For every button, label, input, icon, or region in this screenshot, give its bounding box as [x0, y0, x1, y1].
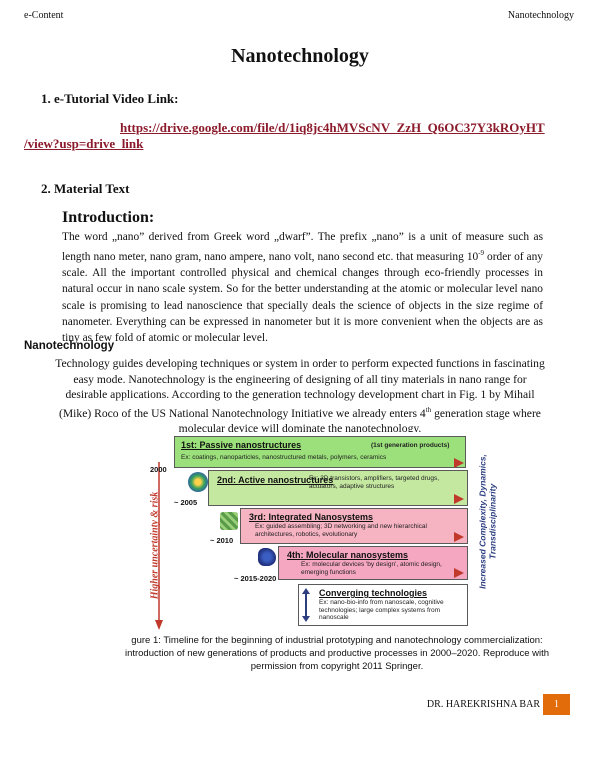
network-icon [220, 512, 238, 530]
footer-author: DR. HAREKRISHNA BAR [426, 699, 540, 710]
stage-1-box: 1st: Passive nanostructures (1st generat… [174, 436, 466, 468]
stage-5-box: Converging technologies Ex: nano-bio-inf… [298, 584, 468, 626]
header-left: e-Content [24, 10, 64, 21]
stage-1-note: (1st generation products) [371, 442, 450, 449]
timeline-arrows [454, 458, 464, 578]
nanotechnology-heading: Nanotechnology [24, 340, 115, 352]
page-number: 1 [543, 694, 570, 715]
stage-3-desc: Ex: guided assembling; 3D networking and… [255, 523, 427, 538]
nanotechnology-paragraph: Technology guides developing techniques … [55, 357, 545, 436]
video-link-line1[interactable]: https://drive.google.com/file/d/1iq8jc4h… [120, 120, 545, 135]
generation-chart-figure: Higher uncertainty & risk Increased Comp… [148, 432, 508, 632]
right-label: Increased Complexity, Dynamics, Transdis… [477, 454, 498, 589]
molecule-icon [258, 548, 276, 566]
stage-2-title: 2nd: Active nanostructures [217, 475, 334, 485]
stage-2-box: 2nd: Active nanostructures Ex: 3D transi… [208, 470, 468, 506]
stage-4-box: 4th: Molecular nanosystems Ex: molecular… [278, 546, 468, 580]
stage-4-title: 4th: Molecular nanosystems [287, 550, 409, 560]
stage-5-title: Converging technologies [319, 588, 428, 598]
up-down-arrow-icon [302, 588, 310, 622]
section-1-heading: 1. e-Tutorial Video Link: [41, 91, 179, 106]
header-right: Nanotechnology [507, 10, 574, 21]
stage-3-box: 3rd: Integrated Nanosystems Ex: guided a… [240, 508, 468, 544]
nanostructure-icon [188, 472, 208, 492]
stage-1-year: 2000 [150, 465, 167, 474]
down-arrow-icon [155, 462, 163, 630]
stage-2-year: ~ 2005 [174, 498, 198, 507]
stage-1-desc: Ex: coatings, nanoparticles, nanostructu… [181, 454, 387, 461]
introduction-paragraph: The word „nano” derived from Greek word … [62, 231, 543, 345]
introduction-heading: Introduction: [62, 209, 155, 226]
page-title: Nanotechnology [231, 45, 369, 67]
section-2-heading: 2. Material Text [41, 181, 130, 196]
stage-3-year: ~ 2010 [210, 536, 234, 545]
figure-caption: gure 1: Timeline for the beginning of in… [124, 635, 550, 673]
stage-2-desc: Ex: 3D transistors, amplifiers, targeted… [309, 475, 440, 490]
video-link-line2[interactable]: /view?usp=drive_link [24, 136, 144, 151]
stage-4-desc: Ex: molecular devices 'by design', atomi… [301, 561, 442, 576]
stage-4-year: ~ 2015-2020 [234, 574, 277, 583]
stage-1-title: 1st: Passive nanostructures [181, 440, 302, 450]
stage-5-desc: Ex: nano-bio-info from nanoscale, cognit… [319, 599, 444, 621]
stage-3-title: 3rd: Integrated Nanosystems [249, 512, 374, 522]
